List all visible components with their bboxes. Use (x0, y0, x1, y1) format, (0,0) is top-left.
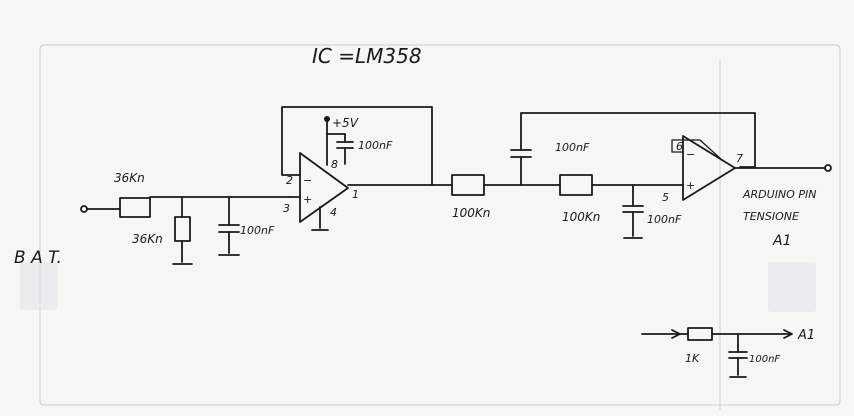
inset-resistor-label: 1K (685, 352, 700, 365)
resistor-r-mid2 (559, 174, 593, 196)
opamp-2-follower-wire (671, 139, 723, 161)
capacitor-c-in-label: 100nF (240, 224, 275, 237)
output-label-2: TENSIONE (743, 210, 799, 223)
opamp-2-minus: − (686, 148, 695, 161)
supply-label: +5V (332, 116, 359, 130)
inset-resistor (687, 327, 713, 341)
inset-capacitor-label: 100nF (749, 354, 780, 365)
pin-2-label: 2 (286, 174, 293, 187)
resistor-r-div (174, 216, 191, 242)
inset-output-label: A1 (797, 328, 815, 343)
opamp-2 (682, 135, 736, 201)
pin-5-label: 5 (662, 191, 669, 204)
pin-7-label: 7 (736, 152, 743, 165)
opamp-1-plus: + (303, 193, 312, 206)
capacitor-supply-label: 100nF (358, 139, 393, 152)
output-label-1: ARDUINO PIN (742, 188, 816, 201)
capacitor-feedback-label: 100nF (555, 141, 590, 154)
pin-4-label: 4 (330, 206, 337, 219)
output-label-3: A1 (772, 233, 791, 249)
resistor-r-mid1 (451, 174, 485, 196)
pin-3-label: 3 (283, 202, 290, 215)
feedback-loop-1 (281, 106, 433, 186)
resistor-r-in (119, 197, 151, 218)
pin-1-label: 1 (352, 188, 359, 201)
ic-title: IC =LM358 (312, 44, 422, 68)
inset-output-arrow-icon (783, 329, 793, 339)
output-terminal (824, 164, 832, 172)
feedback-loop-2 (520, 112, 756, 168)
opamp-1-minus: − (303, 174, 312, 187)
resistor-r-div-label: 36Kn (132, 232, 163, 246)
resistor-r-mid2-label: 100Kn (562, 210, 600, 224)
pin-6-label: 6 (676, 140, 683, 153)
resistor-r-mid1-label: 100Kn (452, 206, 490, 220)
opamp-2-plus: + (686, 179, 695, 192)
opamp-1 (299, 152, 349, 223)
pin-8-label: 8 (331, 158, 338, 171)
capacitor-filter-label: 100nF (647, 213, 682, 226)
resistor-r-in-label: 36Kn (114, 171, 145, 185)
paper-watermark (20, 44, 841, 410)
battery-label: B A T. (14, 248, 62, 268)
